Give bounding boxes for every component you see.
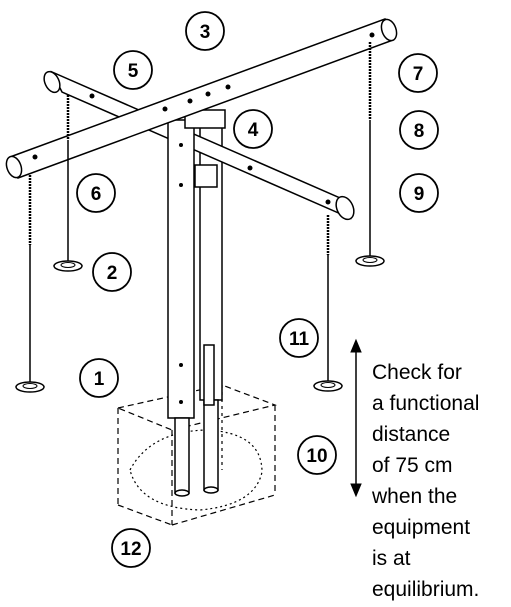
callout-11: 11 <box>279 318 319 358</box>
measurement-arrow <box>350 338 362 498</box>
distance-note: Check for a functional distance of 75 cm… <box>371 361 479 601</box>
callout-6: 6 <box>76 173 116 213</box>
svg-text:of 75 cm: of 75 cm <box>372 454 453 477</box>
svg-text:11: 11 <box>289 329 310 350</box>
svg-text:9: 9 <box>414 184 425 205</box>
svg-text:5: 5 <box>128 61 139 82</box>
svg-text:8: 8 <box>414 121 425 142</box>
svg-text:10: 10 <box>306 446 327 467</box>
callout-7: 7 <box>398 53 438 93</box>
svg-text:6: 6 <box>91 184 102 205</box>
callout-5: 5 <box>113 50 153 90</box>
svg-text:Check for: Check for <box>372 361 462 384</box>
svg-text:equipment: equipment <box>372 516 470 539</box>
svg-text:a functional: a functional <box>372 392 479 415</box>
callout-8: 8 <box>399 110 439 150</box>
callout-4: 4 <box>233 109 273 149</box>
callout-3: 3 <box>185 11 225 51</box>
foundation-block <box>115 384 278 526</box>
svg-text:distance: distance <box>372 423 450 446</box>
svg-text:3: 3 <box>200 22 211 43</box>
front-post <box>167 109 226 497</box>
callout-10: 10 <box>297 435 337 475</box>
hanging-seat-right-rear <box>355 42 385 267</box>
crossbar-front <box>5 18 398 179</box>
callout-9: 9 <box>399 173 439 213</box>
hanging-seat-left-rear <box>53 95 83 272</box>
svg-text:is at: is at <box>372 547 411 570</box>
svg-text:when the: when the <box>371 485 457 508</box>
svg-text:12: 12 <box>120 539 141 560</box>
callout-1: 1 <box>79 358 119 398</box>
svg-text:equilibrium.: equilibrium. <box>372 578 479 601</box>
hanging-seat-left-front <box>15 175 45 393</box>
hanging-seat-right-front <box>313 215 343 392</box>
svg-text:4: 4 <box>248 120 259 141</box>
callout-2: 2 <box>92 252 132 292</box>
svg-text:7: 7 <box>413 64 424 85</box>
svg-text:2: 2 <box>107 263 118 284</box>
callout-12: 12 <box>111 528 151 568</box>
svg-text:1: 1 <box>94 369 105 390</box>
